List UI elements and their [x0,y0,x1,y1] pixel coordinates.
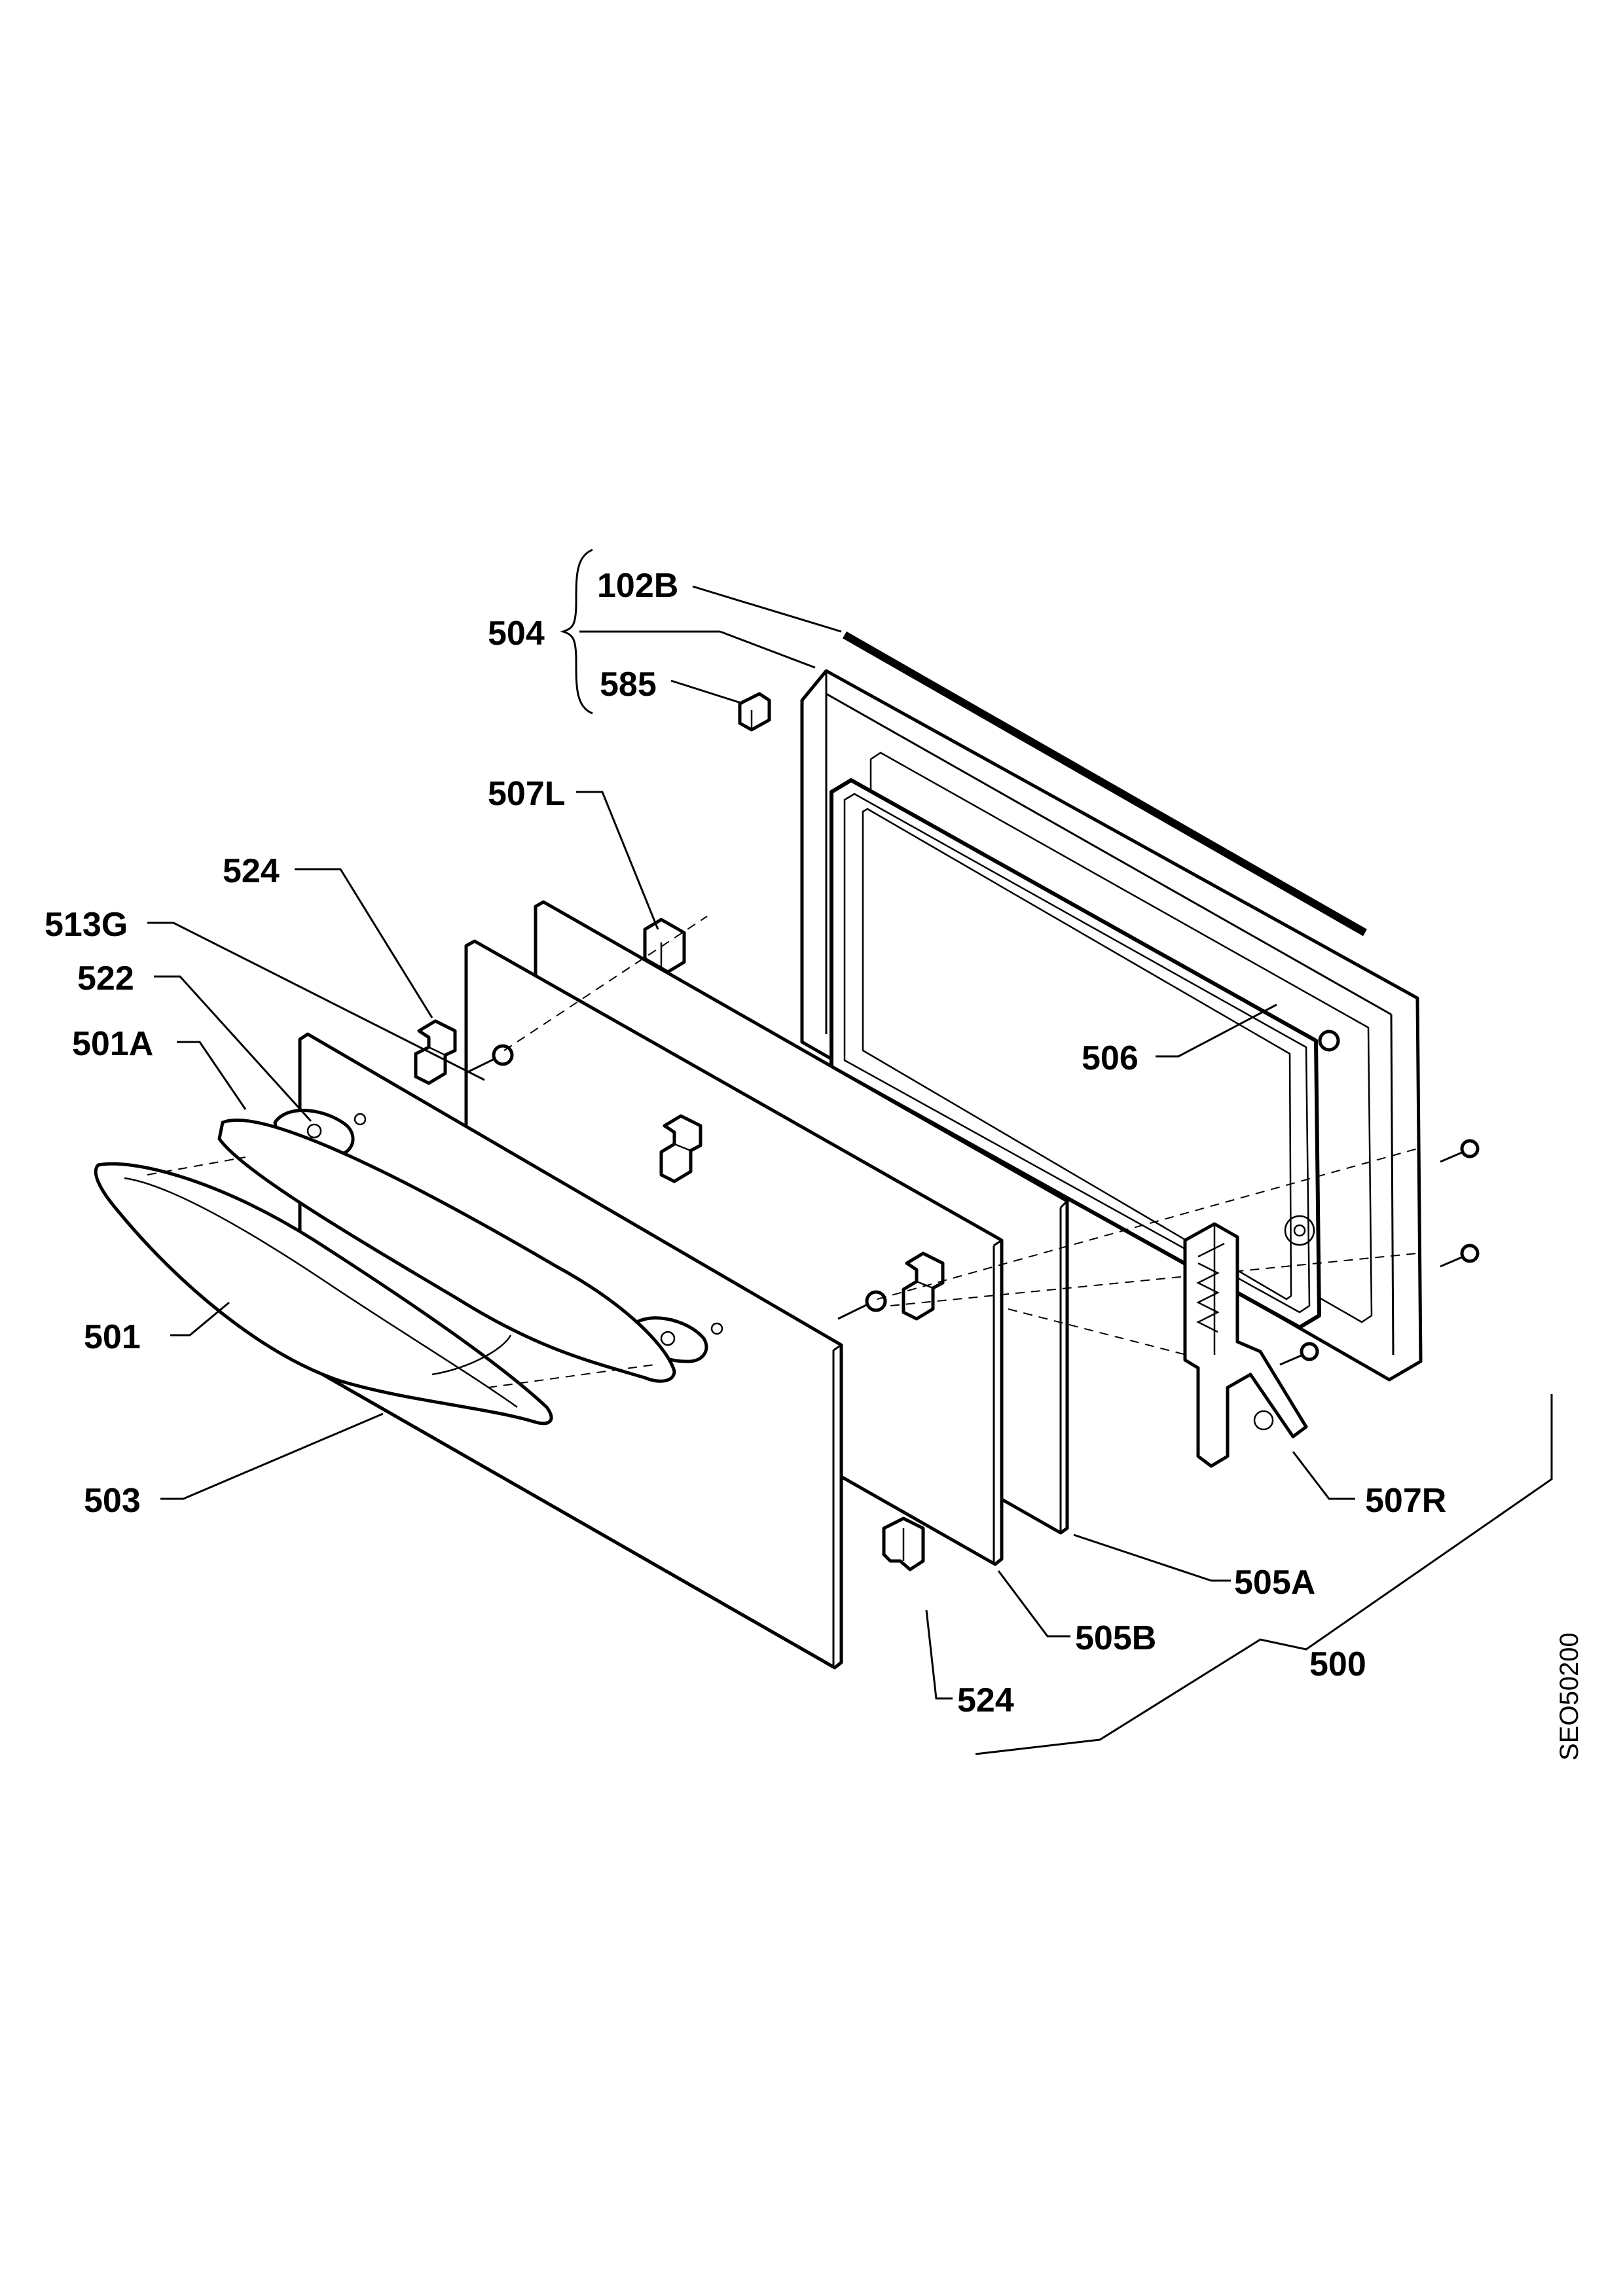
assembly-axis-2 [487,1364,655,1388]
label-505b: 505B [1075,1619,1156,1657]
assembly-axis-6 [1008,1308,1225,1365]
label-503: 503 [84,1482,141,1520]
inner-door-frame-504 [800,669,1423,1382]
screw-frame-bottom [1440,1244,1480,1268]
label-522: 522 [77,960,134,997]
label-504: 504 [488,615,545,653]
screw-left [464,1044,514,1075]
screw-right [837,1290,887,1320]
label-501a: 501A [72,1025,153,1063]
clip-524-top [414,1019,457,1085]
label-505a: 505A [1234,1564,1315,1602]
seal-strip-102b [843,631,1367,937]
label-585: 585 [600,666,657,704]
handle-cover-501a [217,1119,676,1383]
clip-524-bottom [882,1516,925,1571]
hinge-507r [1183,1222,1308,1468]
label-102b: 102B [597,567,678,605]
screw-frame-top [1440,1139,1480,1163]
assembly-axis-1 [147,1157,246,1175]
label-501: 501 [84,1318,141,1356]
label-507l: 507L [488,775,566,813]
leader-lines [147,548,1553,1755]
label-506: 506 [1082,1039,1139,1077]
label-524-top: 524 [223,852,280,890]
screw-hinge [1279,1342,1319,1366]
label-507r: 507R [1365,1482,1446,1520]
clip-585 [738,692,771,732]
assembly-axis-5 [890,1253,1418,1306]
label-524-bottom: 524 [957,1681,1014,1719]
handle-501 [94,1162,553,1426]
assembly-axis-3 [503,916,708,1051]
drawing-code: SEO50200 [1555,1632,1584,1761]
label-500: 500 [1309,1645,1366,1683]
clip-513g [659,1114,702,1183]
label-513g: 513G [45,906,128,944]
